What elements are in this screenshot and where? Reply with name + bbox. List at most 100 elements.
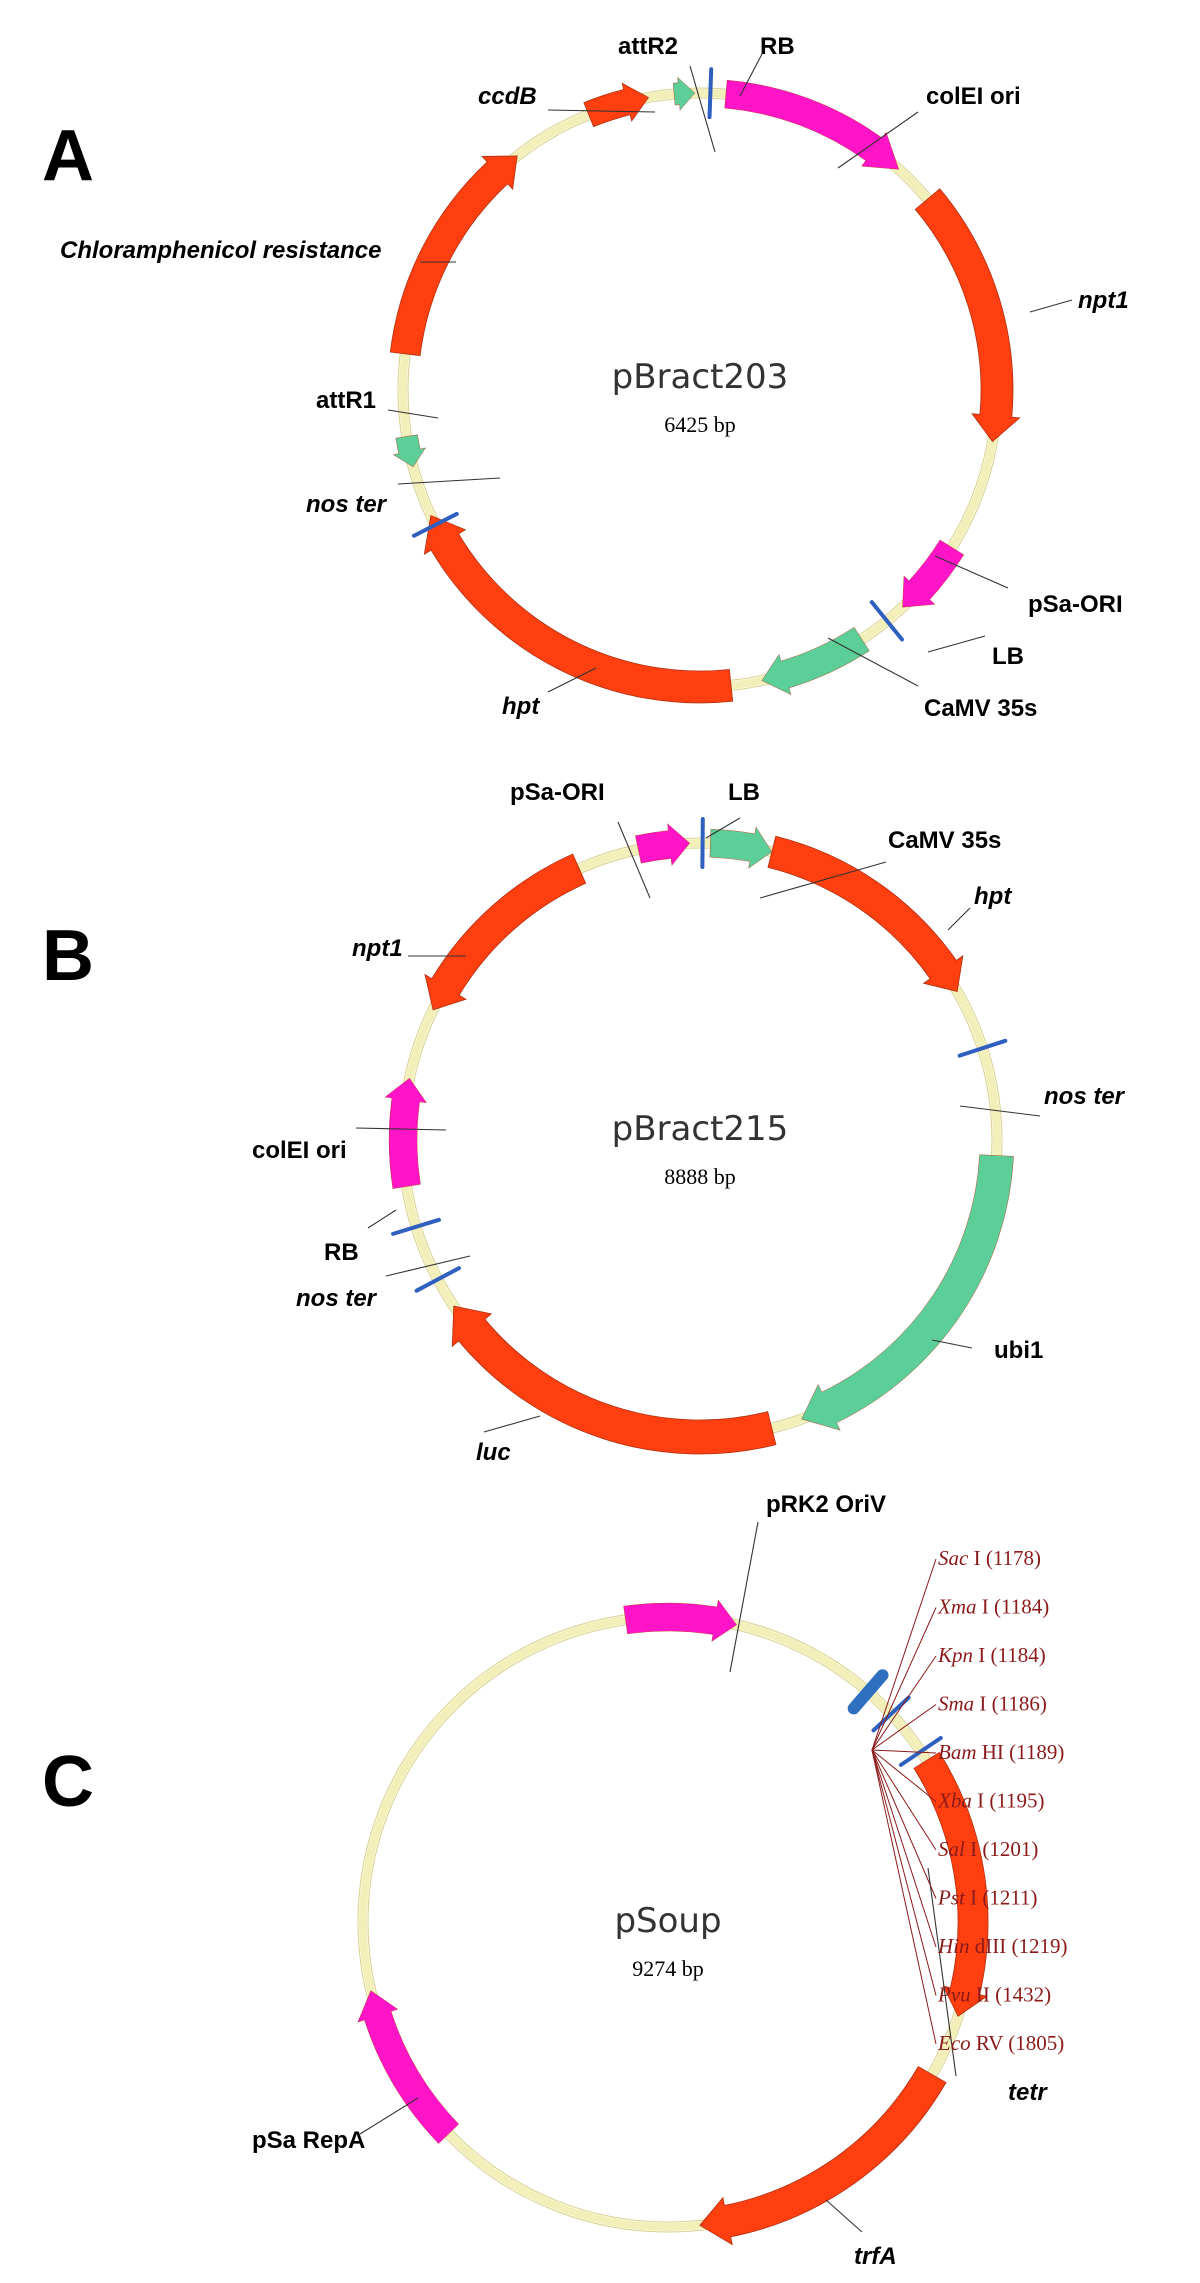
panel-c-label: C	[42, 1742, 94, 1822]
feature-label-noster: nos ter	[306, 491, 388, 518]
site-position: (1211)	[982, 1886, 1037, 1910]
site-position: (1219)	[1011, 1934, 1067, 1958]
site-leader	[871, 1558, 937, 1751]
site-enzyme: Pst	[937, 1886, 966, 1910]
site-position: (1184)	[991, 1643, 1046, 1667]
noster-border-mark	[414, 1266, 461, 1293]
site-position: (1201)	[982, 1837, 1038, 1861]
leader	[837, 111, 919, 169]
panel-a-label: A	[42, 116, 94, 196]
site-enzyme: Sal	[938, 1837, 965, 1861]
site-suffix: dIII	[970, 1934, 1012, 1958]
site-leader	[871, 1655, 937, 1751]
site-position: (1432)	[995, 1983, 1051, 2007]
site-suffix: I	[968, 1546, 986, 1570]
panel-a-plasmid-size: 6425 bp	[664, 412, 736, 437]
feature-label-noster-1: nos ter	[1044, 1083, 1126, 1110]
site-enzyme: Kpn	[937, 1643, 973, 1667]
restriction-site-label: Xma I (1184)	[937, 1595, 1049, 1619]
psaori-arrow	[902, 539, 965, 608]
leader	[1029, 299, 1073, 313]
feature-label-noster-2: nos ter	[296, 1285, 378, 1312]
site-position: (1805)	[1008, 2031, 1064, 2055]
feature-label-npt1: npt1	[352, 935, 403, 962]
site-suffix: RV	[971, 2031, 1009, 2055]
cmr-arrow	[389, 155, 518, 357]
site-enzyme: Eco	[937, 2031, 971, 2055]
leader	[927, 1867, 957, 2077]
leader	[759, 861, 887, 899]
site-leader	[871, 1749, 937, 1948]
feature-label-luc: luc	[476, 1439, 511, 1466]
site-enzyme: Xba	[937, 1789, 972, 1813]
site-leader	[871, 1704, 937, 1751]
panel-b-features	[384, 817, 1014, 1455]
site-enzyme: Bam	[938, 1740, 977, 1764]
feature-label-npt1: npt1	[1078, 287, 1129, 314]
noster-border-mark	[411, 511, 459, 538]
tetr-arrow	[913, 1751, 989, 2017]
leader	[959, 1105, 1041, 1117]
restriction-site-label: Eco RV (1805)	[937, 2031, 1064, 2055]
hpt-arrow	[423, 514, 734, 704]
feature-label-colei: colEI ori	[926, 83, 1021, 110]
site-suffix: I	[974, 1692, 992, 1716]
site-enzyme: Xma	[937, 1595, 977, 1619]
psarepa-arrow	[357, 1990, 459, 2144]
panel-b-plasmid-name: pBract215	[612, 1109, 789, 1149]
luc-arrow	[451, 1305, 777, 1455]
leader	[367, 1209, 397, 1229]
leader	[825, 2199, 863, 2233]
psaori-arrow	[635, 823, 690, 866]
feature-label-prk2: pRK2 OriV	[766, 1491, 886, 1518]
feature-label-hpt: hpt	[502, 693, 540, 720]
panel-c-plasmid-name: pSoup	[614, 1901, 721, 1941]
panel-c-features	[357, 1599, 989, 2246]
site-suffix: I	[965, 1886, 983, 1910]
trfa-arrow	[699, 2065, 947, 2246]
site-enzyme: Sac	[938, 1546, 969, 1570]
prk2-orv-arrow	[623, 1599, 737, 1642]
feature-label-trfa: trfA	[854, 2243, 897, 2270]
rb-border-mark	[391, 1217, 441, 1236]
camv-arrow	[709, 826, 773, 869]
feature-label-colei: colEI ori	[252, 1137, 347, 1164]
feature-label-psarepa: pSa RepA	[252, 2127, 365, 2154]
feature-label-attr2: attR2	[618, 33, 678, 60]
feature-label-cmr: Chloramphenicol resistance	[60, 237, 381, 264]
site-position: (1178)	[986, 1546, 1041, 1570]
npt1-arrow	[914, 188, 1021, 443]
site-suffix: I	[965, 1837, 983, 1861]
attr1-arrow	[392, 434, 426, 468]
leader	[739, 53, 763, 97]
panel-b-plasmid-size: 8888 bp	[664, 1164, 736, 1189]
attr2-arrow	[672, 76, 696, 111]
leader	[385, 1255, 471, 1277]
rb-border-mark	[707, 67, 714, 120]
feature-label-psaori: pSa-ORI	[510, 779, 605, 806]
site-position: (1195)	[989, 1789, 1044, 1813]
noster-border-mark	[957, 1038, 1008, 1058]
feature-label-rb: RB	[760, 33, 795, 60]
restriction-site-labels: Sac I (1178)Xma I (1184)Kpn I (1184)Sma …	[871, 1546, 1067, 2055]
site-suffix: II	[971, 1983, 996, 2007]
leader	[483, 1415, 541, 1433]
leader	[689, 65, 716, 153]
leader	[387, 409, 439, 419]
restriction-site-label: Pvu II (1432)	[937, 1983, 1051, 2007]
feature-label-hpt: hpt	[974, 883, 1012, 910]
feature-label-tetr: tetr	[1008, 2079, 1048, 2106]
site-leader	[871, 1749, 937, 1899]
site-suffix: I	[977, 1595, 995, 1619]
feature-label-psaori: pSa-ORI	[1028, 591, 1123, 618]
panel-c-plasmid-size: 9274 bp	[632, 1956, 704, 1981]
site-position: (1189)	[1009, 1740, 1064, 1764]
site-position: (1184)	[994, 1595, 1049, 1619]
site-enzyme: Hin	[937, 1934, 970, 1958]
site-enzyme: Pvu	[937, 1983, 971, 2007]
site-leader	[871, 1749, 937, 1754]
site-leader	[871, 1749, 937, 2045]
site-position: (1186)	[992, 1692, 1047, 1716]
site-leader	[871, 1749, 937, 1996]
